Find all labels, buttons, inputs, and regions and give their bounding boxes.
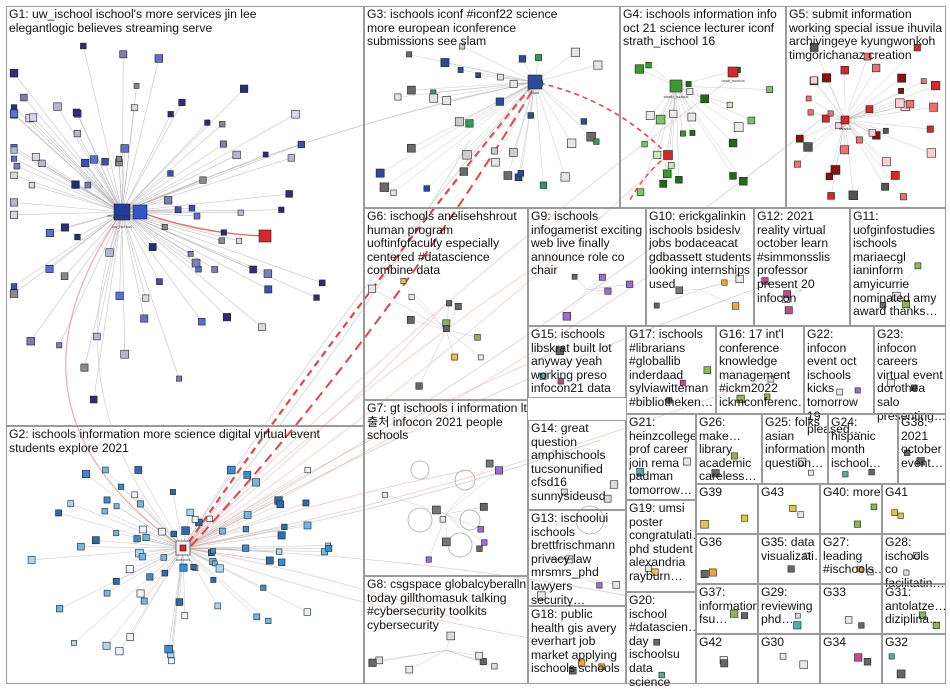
group-label: G35: data visualizati… — [761, 536, 819, 563]
group-label: G1: uw_ischool ischool's more services j… — [9, 8, 309, 35]
group-cell-g19: G19: umsi poster congratulati… phd stude… — [626, 500, 696, 592]
group-label: G16: 17 int'l conference knowledge manag… — [719, 328, 803, 410]
group-cell-g22: G22: infocon event oct ischools kicks to… — [804, 326, 874, 414]
group-cell-g18: G18: public health gis avery everhart jo… — [528, 606, 626, 684]
group-cell-g33: G33 — [820, 584, 882, 634]
group-cell-g9: G9: ischools infogamerist exciting web l… — [528, 208, 646, 326]
group-cell-g5: G5: submit information working special i… — [786, 6, 946, 208]
group-label: G13: ischoolui ischools brettfrischmann … — [531, 512, 625, 607]
group-label: G10: erickgalinkin ischools bsideslv job… — [649, 210, 753, 292]
group-label: G14: great question amphischools tucsonu… — [531, 422, 625, 504]
group-cell-g17: G17: ischools #librarians #globallib ind… — [626, 326, 716, 414]
group-cell-g30: G30 — [758, 634, 820, 684]
group-cell-g14: G14: great question amphischools tucsonu… — [528, 420, 626, 510]
group-cell-g28: G28: ischools co facilitatin… — [882, 534, 946, 584]
group-cell-g41: G41 — [882, 484, 946, 534]
group-label: G37: information fsu… — [699, 586, 757, 627]
group-label: G18: public health gis avery everhart jo… — [531, 608, 625, 676]
group-label: G24: hispanic month ischool… — [831, 416, 897, 470]
group-label: G26: make… library academic careless… — [699, 416, 761, 484]
group-label: G42 — [699, 636, 755, 650]
group-cell-g42: G42 — [696, 634, 758, 684]
group-cell-g36: G36 — [696, 534, 758, 584]
group-label: G31: antolatze… diziplina… — [885, 586, 945, 627]
group-label: G30 — [761, 636, 817, 650]
group-label: G2: ischools information more science di… — [9, 428, 339, 455]
group-label: G19: umsi poster congratulati… phd stude… — [629, 502, 695, 584]
group-label: G34 — [823, 636, 879, 650]
group-label: G9: ischools infogamerist exciting web l… — [531, 210, 645, 278]
group-cell-g10: G10: erickgalinkin ischools bsideslv job… — [646, 208, 754, 326]
group-label: G38: 2021 october event… — [901, 416, 945, 470]
group-label: G4: ischools information info oct 21 sci… — [623, 8, 783, 49]
group-cell-g11: G11: uofginfostudies ischools mariaecgl … — [850, 208, 946, 326]
group-cell-g27: G27: leading #ischools… — [820, 534, 882, 584]
group-cell-g29: G29: reviewing phd… — [758, 584, 820, 634]
group-label: G43 — [761, 486, 817, 500]
group-label: G3: ischools iconf #iconf22 science more… — [367, 8, 577, 49]
group-cell-g13: G13: ischoolui ischools brettfrischmann … — [528, 510, 626, 606]
group-cell-g6: G6: ischools anelisehshrout human progra… — [364, 208, 528, 400]
group-cell-g23: G23: infocon careers virtual event dorot… — [874, 326, 946, 414]
group-cell-g20: G20: ischool #datascien… day ischoolsu d… — [626, 592, 696, 684]
group-label: G23: infocon careers virtual event dorot… — [877, 328, 945, 423]
group-label: G27: leading #ischools… — [823, 536, 881, 577]
group-label: G25: folks asian information question… — [765, 416, 827, 470]
group-label: G20: ischool #datascien… day ischoolsu d… — [629, 594, 695, 689]
group-cell-g24: G24: hispanic month ischool… — [828, 414, 898, 484]
group-cell-g7: G7: gt ischools i information lt 출처 info… — [364, 400, 528, 576]
group-label: G41 — [885, 486, 943, 500]
group-label: G11: uofginfostudies ischools mariaecgl … — [853, 210, 945, 319]
group-cell-g26: G26: make… library academic careless… — [696, 414, 762, 484]
group-label: G29: reviewing phd… — [761, 586, 819, 627]
group-cell-g12: G12: 2021 reality virtual october learn … — [754, 208, 850, 326]
group-cell-g35: G35: data visualizati… — [758, 534, 820, 584]
group-label: G15: ischools libskrat built lot anyway … — [531, 328, 625, 396]
group-label: G7: gt ischools i information lt 출처 info… — [367, 402, 527, 443]
group-label: G12: 2021 reality virtual october learn … — [757, 210, 849, 305]
group-cell-g16: G16: 17 int'l conference knowledge manag… — [716, 326, 804, 414]
group-label: G17: ischools #librarians #globallib ind… — [629, 328, 715, 410]
group-label: G6: ischools anelisehshrout human progra… — [367, 210, 527, 278]
group-label: G5: submit information working special i… — [789, 8, 945, 62]
group-label: G36 — [699, 536, 755, 550]
group-cell-g32: G32 — [882, 634, 946, 684]
group-cell-g15: G15: ischools libskrat built lot anyway … — [528, 326, 626, 398]
group-cell-g40: G40: more — [820, 484, 882, 534]
group-label: G28: ischools co facilitatin… — [885, 536, 945, 590]
group-cell-g37: G37: information fsu… — [696, 584, 758, 634]
group-cell-g4: G4: ischools information info oct 21 sci… — [620, 6, 786, 208]
group-label: G40: more — [823, 486, 881, 500]
group-cell-g34: G34 — [820, 634, 882, 684]
group-cell-g31: G31: antolatze… diziplina… — [882, 584, 946, 634]
group-cell-g38: G38: 2021 october event… — [898, 414, 946, 484]
group-label: G32 — [885, 636, 943, 650]
group-cell-g21: G21: heinzcollege prof career join rema … — [626, 414, 696, 500]
group-cell-g43: G43 — [758, 484, 820, 534]
group-label: G21: heinzcollege prof career join rema … — [629, 416, 695, 498]
group-cell-g1: G1: uw_ischool ischool's more services j… — [6, 6, 364, 426]
group-cell-g2: G2: ischools information more science di… — [6, 426, 364, 684]
group-cell-g8: G8: csgspace globalcyberalln today gillt… — [364, 576, 528, 684]
group-cell-g3: G3: ischools iconf #iconf22 science more… — [364, 6, 620, 208]
group-cell-g25: G25: folks asian information question… — [762, 414, 828, 484]
group-label: G8: csgspace globalcyberalln today gillt… — [367, 578, 527, 632]
group-label: G33 — [823, 586, 879, 600]
group-label: G39 — [699, 486, 755, 500]
group-cell-g39: G39 — [696, 484, 758, 534]
